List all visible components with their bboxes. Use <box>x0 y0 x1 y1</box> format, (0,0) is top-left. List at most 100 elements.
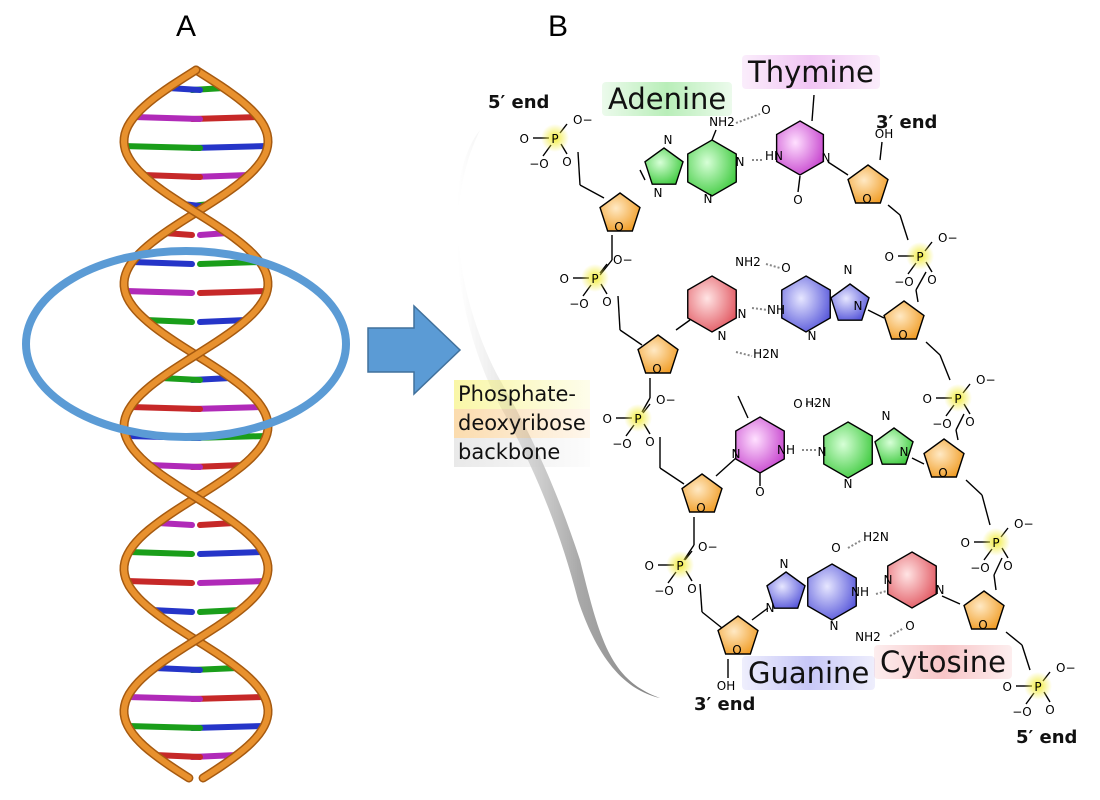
base-rung <box>189 114 261 122</box>
amine-atom: H2N <box>753 347 779 361</box>
nitrogen-atom: N <box>882 409 891 423</box>
adenine-ring-5 <box>644 147 684 185</box>
arrow-icon <box>367 304 462 396</box>
phosphate-atom: P <box>634 412 641 426</box>
bond-line <box>639 169 646 181</box>
bond-line <box>617 295 621 331</box>
phosphate-glow <box>581 264 609 292</box>
nitrogen-atom: NH <box>777 443 795 457</box>
thymine-label: Thymine <box>742 55 880 89</box>
oxygen-atom: O <box>603 412 612 426</box>
sugar-oxygen: O <box>696 501 705 515</box>
oxygen-atom: −O <box>654 584 674 598</box>
phosphate-atom: P <box>916 250 923 264</box>
oxygen-atom: O− <box>613 253 633 267</box>
backbone-label-line2: deoxyribose <box>454 409 590 438</box>
adenine-ring-5 <box>874 427 914 465</box>
panel-a-label: A <box>176 10 197 43</box>
phosphate-atom: P <box>1034 680 1041 694</box>
oxygen-atom: O− <box>656 393 676 407</box>
phosphate-glow <box>541 124 569 152</box>
sugar-ring <box>883 300 925 340</box>
bond-line <box>879 141 883 161</box>
panel-b-label: B <box>548 10 569 43</box>
phosphate-atom: P <box>551 132 558 146</box>
base-rung <box>197 549 267 557</box>
sugar-oxygen: O <box>862 192 871 206</box>
hydrogen-bond <box>735 351 753 357</box>
oxygen-atom: O− <box>1056 661 1076 675</box>
backbone-label: Phosphate- deoxyribose backbone <box>454 380 590 467</box>
nitrogen-atom: N <box>766 601 775 615</box>
bond-line <box>1005 631 1023 646</box>
hydrogen-bond <box>751 307 769 311</box>
hydrogen-bond <box>847 539 863 549</box>
nitrogen-atom: N <box>704 192 713 206</box>
adenine-ring-6 <box>823 421 873 479</box>
phosphate-atom: P <box>992 536 999 550</box>
bond-line <box>797 175 801 193</box>
sugar-ring <box>963 590 1005 630</box>
bond-line <box>701 611 723 629</box>
nitrogen-atom: N <box>884 573 893 587</box>
bond-line <box>965 479 983 496</box>
bond-line <box>715 457 737 477</box>
phosphate-atom: P <box>676 559 683 573</box>
sugar-oxygen: O <box>938 466 947 480</box>
amine-atom: H2N <box>805 396 831 410</box>
amine-atom: H2N <box>863 530 889 544</box>
sugar-ring <box>681 473 723 513</box>
bond-line <box>737 395 749 419</box>
bond-line <box>827 161 849 176</box>
nitrogen-atom: N <box>854 299 863 313</box>
oxygen-atom: O <box>885 250 894 264</box>
nitrogen-atom: N <box>936 583 945 597</box>
bond-line <box>811 94 815 122</box>
bond-line <box>659 467 685 485</box>
base-rung <box>140 172 203 180</box>
cytosine-ring <box>687 275 737 333</box>
oxygen-atom: −O <box>932 417 952 431</box>
end-label-bottom-left: 3′ end <box>694 694 756 715</box>
base-rung <box>151 665 203 673</box>
oxygen-atom: O− <box>938 231 958 245</box>
oxygen-atom: O <box>927 273 936 287</box>
sugar-ring <box>599 192 641 232</box>
nitrogen-atom: HN <box>765 149 783 163</box>
nitrogen-atom: N <box>900 445 909 459</box>
phosphate-glow <box>1024 672 1052 700</box>
oxygen-atom: O <box>793 193 802 207</box>
base-rung <box>127 404 203 412</box>
base-rung <box>121 143 203 151</box>
bond-line <box>899 214 909 241</box>
nitrogen-atom: N <box>808 329 817 343</box>
adenine-label: Adenine <box>602 82 733 116</box>
cytosine-label: Cytosine <box>874 645 1012 679</box>
nitrogen-atom: N <box>844 477 853 491</box>
oxygen-atom: O <box>687 582 696 596</box>
bond-line <box>911 457 925 465</box>
backbone-label-line1: Phosphate- <box>454 380 590 409</box>
guanine-ring-6 <box>781 275 831 333</box>
nitrogen-atom: N <box>664 133 673 147</box>
bond-line <box>915 289 919 303</box>
atom-labels: OOOOOOOOPOO−O−OPOO−O−OPOO−O−OPOO−O−OOHPO… <box>520 103 1076 719</box>
oxygen-atom: O <box>923 392 932 406</box>
phosphate-glow <box>624 404 652 432</box>
sugar-oxygen: O <box>978 618 987 632</box>
hydrogen-bond <box>889 627 905 637</box>
bond-line <box>993 574 997 591</box>
oxygen-atom: O <box>905 619 914 633</box>
bond-line <box>955 413 965 431</box>
nitrogen-atom: NH <box>767 303 785 317</box>
nitrogen-atom: N <box>718 329 727 343</box>
oxygen-atom: O <box>562 155 571 169</box>
base-rung <box>131 114 203 122</box>
guanine-ring-5 <box>830 283 870 321</box>
oxygen-atom: O− <box>976 373 996 387</box>
guanine-ring-6 <box>807 563 857 621</box>
sugar-ring <box>847 164 889 204</box>
